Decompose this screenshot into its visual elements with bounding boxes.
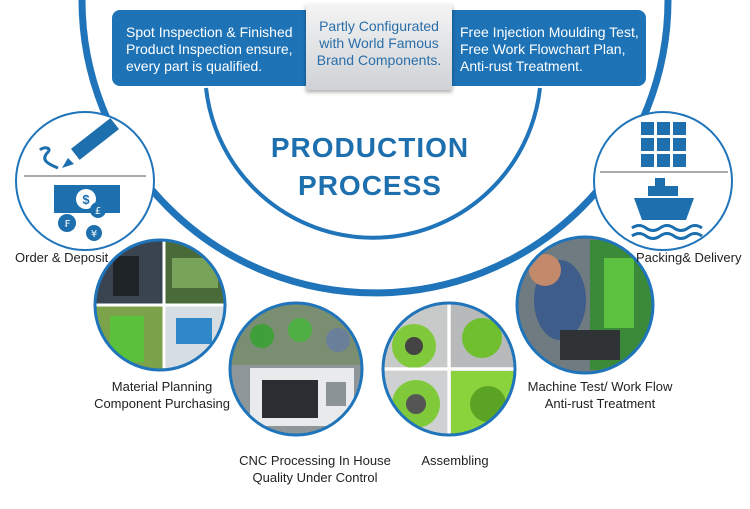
banner-middle-line: Brand Components. bbox=[316, 52, 442, 68]
banner-right-line: Free Injection Moulding Test, bbox=[460, 24, 639, 40]
material-label-line: Material Planning bbox=[111, 379, 213, 394]
svg-text:¥: ¥ bbox=[91, 229, 97, 240]
material-planning-label: Material Planning Component Purchasing bbox=[77, 378, 247, 412]
banner-right-line: Free Work Flowchart Plan, bbox=[460, 41, 626, 57]
cnc-label-line: CNC Processing In House bbox=[239, 453, 391, 468]
banner-right-line: Anti-rust Treatment. bbox=[460, 58, 583, 74]
banner-left-panel: Spot Inspection & Finished Product Inspe… bbox=[112, 10, 312, 86]
order-deposit-node: $ ₣ £ ¥ bbox=[15, 111, 155, 251]
svg-text:$: $ bbox=[82, 192, 90, 207]
banner-left-line: Spot Inspection & Finished bbox=[126, 24, 293, 40]
packing-delivery-label: Packing& Delivery bbox=[636, 250, 742, 265]
packing-delivery-node bbox=[593, 111, 733, 251]
assembling-label: Assembling bbox=[421, 453, 489, 468]
banner-left-line: every part is qualified. bbox=[126, 58, 263, 74]
title-line-2: PROCESS bbox=[298, 170, 442, 201]
containers-icon bbox=[641, 122, 686, 167]
banner-middle-panel: Partly Configurated with World Famous Br… bbox=[306, 4, 452, 90]
order-deposit-label: Order & Deposit bbox=[15, 250, 109, 265]
cnc-label-line: Quality Under Control bbox=[252, 470, 378, 485]
machine-label-line: Anti-rust Treatment bbox=[544, 396, 656, 411]
money-icon: $ ₣ £ ¥ bbox=[54, 185, 120, 241]
ship-icon bbox=[631, 178, 703, 240]
cnc-processing-label: CNC Processing In House Quality Under Co… bbox=[225, 452, 405, 486]
material-planning-node bbox=[93, 238, 227, 372]
machine-test-label: Machine Test/ Work Flow Anti-rust Treatm… bbox=[522, 378, 678, 412]
assembling-node bbox=[381, 301, 517, 437]
svg-text:₣: ₣ bbox=[64, 219, 70, 230]
banner-right-panel: Free Injection Moulding Test, Free Work … bbox=[452, 10, 646, 86]
svg-text:£: £ bbox=[95, 206, 101, 217]
pen-icon bbox=[38, 118, 120, 170]
cnc-processing-node bbox=[228, 301, 364, 437]
machine-label-line: Machine Test/ Work Flow bbox=[527, 379, 673, 394]
inner-arc bbox=[204, 87, 542, 240]
banner-middle-line: with World Famous bbox=[319, 35, 439, 51]
machine-test-node bbox=[515, 235, 655, 375]
material-label-line: Component Purchasing bbox=[94, 396, 230, 411]
title-line-1: PRODUCTION bbox=[270, 132, 470, 163]
banner-left-line: Product Inspection ensure, bbox=[126, 41, 293, 57]
banner-middle-line: Partly Configurated bbox=[319, 18, 439, 34]
